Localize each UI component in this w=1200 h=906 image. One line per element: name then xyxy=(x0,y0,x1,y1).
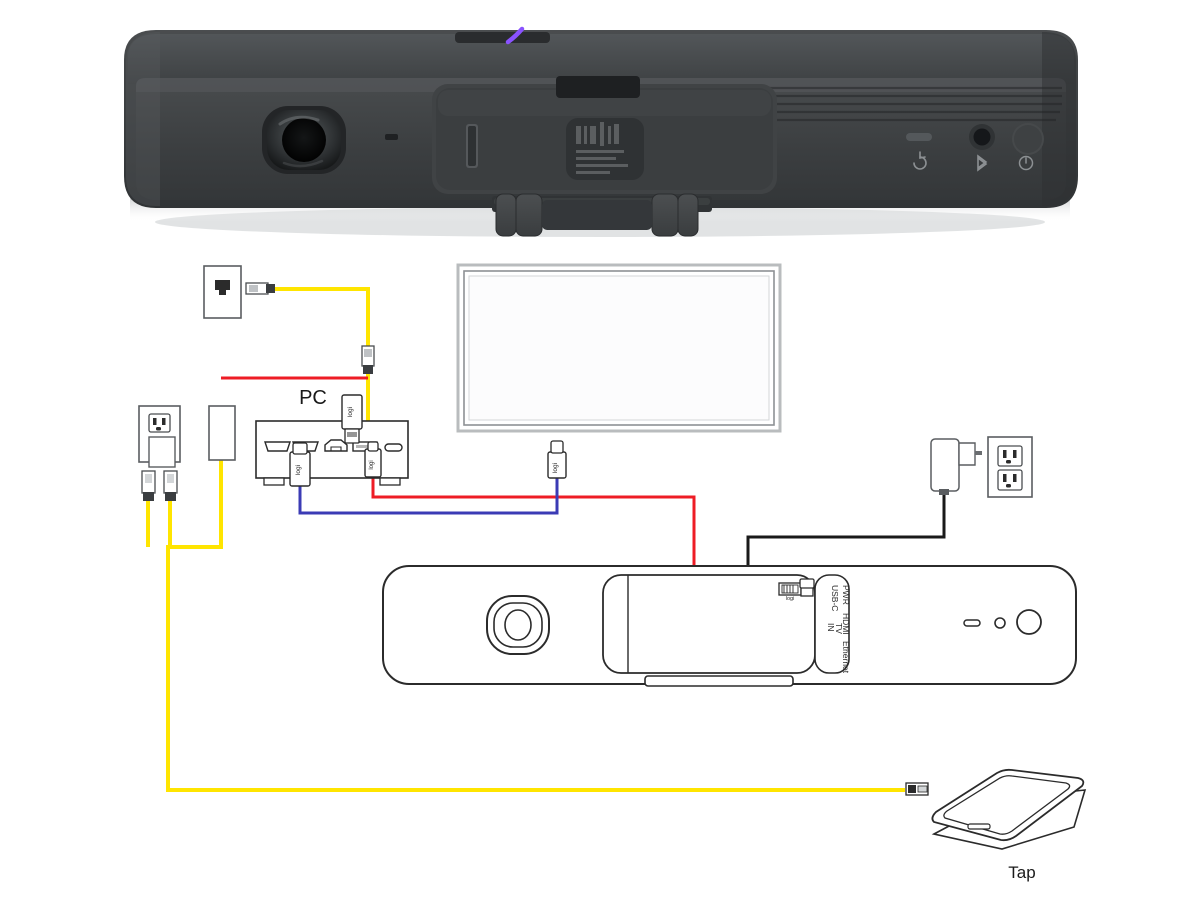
pc-label: PC xyxy=(299,387,327,409)
pc-port-ethernet xyxy=(324,439,348,452)
power-icon xyxy=(1018,155,1034,171)
lineart-usb-slot xyxy=(963,619,981,627)
speaker-grille xyxy=(752,86,1062,122)
status-led-accent xyxy=(455,26,550,45)
usb-a-plug-top: logi xyxy=(341,394,363,444)
pc-port-hdmi-1 xyxy=(264,441,291,452)
tap-controller xyxy=(931,768,1087,850)
indicator-cluster xyxy=(906,123,1044,172)
rj45-plug-tap xyxy=(905,782,929,796)
rj45-plug-injector-in xyxy=(361,345,375,374)
rear-port-labels: PWR USB-C HDMI TV IN Ethernet xyxy=(814,574,851,674)
lineart-power-button[interactable] xyxy=(1016,609,1042,635)
tv-display xyxy=(456,263,782,433)
wall-outlet-left xyxy=(138,405,181,468)
camera-lens xyxy=(262,106,346,174)
tap-label: Tap xyxy=(1008,863,1035,882)
plug-brand-mark-2: logi xyxy=(295,465,302,475)
port-label-tv: TV xyxy=(834,623,844,634)
microphone-slot xyxy=(385,134,398,140)
plug-brand-mark-3: logi xyxy=(369,460,375,469)
rj45-plug-pair xyxy=(141,470,178,501)
reset-icon xyxy=(913,151,927,170)
port-label-ethernet: Ethernet xyxy=(841,641,851,674)
pc-port-usb-c xyxy=(384,443,403,452)
plug-brand-mark-5: logi xyxy=(786,596,795,602)
power-adapter xyxy=(930,438,982,495)
wall-outlet-right xyxy=(987,436,1033,498)
plug-brand-mark-1: logi xyxy=(347,407,354,417)
lineart-mount-foot xyxy=(644,675,794,687)
port-label-hdmi: HDMI xyxy=(841,613,851,635)
hdmi-plug-bottom: logi xyxy=(289,442,311,487)
lineart-camera-lens xyxy=(486,595,550,655)
port-label-in: IN xyxy=(826,623,836,632)
pc-dock: logi logi logi xyxy=(255,394,409,487)
network-wall-jack xyxy=(203,265,242,319)
usbc-plug-bottom-right: logi xyxy=(364,441,382,478)
usb-slot-indicator xyxy=(906,133,932,141)
bar-top-strip xyxy=(128,34,1074,84)
video-bar-lineart: PWR USB-C HDMI TV IN Ethernet xyxy=(382,565,1077,687)
poe-injector xyxy=(208,405,236,461)
port-label-pwr: PWR xyxy=(841,585,851,605)
hdmi-plug-tv: logi xyxy=(547,440,567,479)
power-plug-bar xyxy=(799,578,815,589)
plug-brand-mark-4: logi xyxy=(552,463,559,473)
cable-hdmi-pc-to-tv xyxy=(298,462,559,515)
port-label-usbc: USB-C xyxy=(830,585,840,611)
lineart-indicator-cluster xyxy=(963,609,1042,635)
mounting-bracket xyxy=(492,193,712,237)
rj45-plug-wall xyxy=(245,282,275,295)
lineart-bluetooth-button[interactable] xyxy=(994,617,1006,629)
mount-plate xyxy=(432,76,777,194)
video-bar-photo xyxy=(124,26,1078,237)
bluetooth-icon xyxy=(977,154,988,172)
